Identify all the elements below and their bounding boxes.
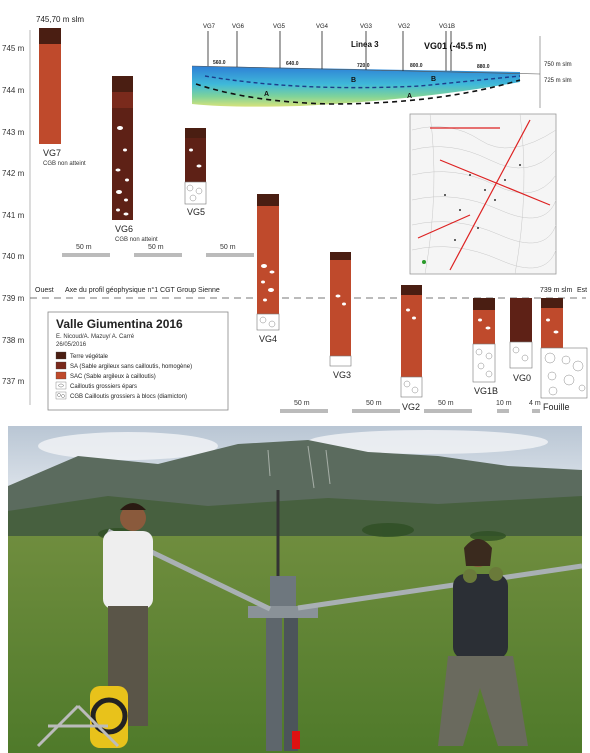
svg-text:880.0: 880.0 bbox=[477, 64, 490, 70]
column-vg1b-label: VG1B bbox=[474, 386, 498, 396]
geophysics-profile: A B B A 560.0 640.0 720.0 800.0 880.0 VG… bbox=[191, 24, 572, 108]
svg-text:800.0: 800.0 bbox=[410, 63, 423, 69]
column-vg4: VG4 bbox=[256, 194, 280, 344]
column-vg3-label: VG3 bbox=[333, 370, 351, 380]
svg-text:50 m: 50 m bbox=[220, 244, 236, 251]
distance-bars-upper bbox=[62, 253, 254, 257]
stratigraphy-diagram: 745 m 744 m 743 m 742 m 741 m 740 m 739 … bbox=[2, 15, 588, 413]
profile-distance-labels: 560.0 640.0 720.0 800.0 880.0 bbox=[213, 60, 490, 70]
elev-741: 741 m bbox=[2, 211, 25, 220]
profile-markers: VG7 VG6 VG5 VG4 VG3 VG2 VG1B bbox=[203, 24, 455, 30]
svg-text:4 m: 4 m bbox=[529, 400, 541, 407]
elev-739: 739 m bbox=[2, 294, 25, 303]
elev-738: 738 m bbox=[2, 336, 25, 345]
column-vg1b: VG1B bbox=[472, 298, 498, 396]
profile-elev-top: 750 m slm bbox=[544, 62, 572, 68]
column-fouille-label: Fouille bbox=[543, 402, 570, 412]
column-vg5-label: VG5 bbox=[187, 207, 205, 217]
legend-authors: E. Nicoud/A. Mazuy/ A. Carré bbox=[56, 334, 135, 340]
step-ladder bbox=[36, 704, 120, 748]
svg-text:VG5: VG5 bbox=[273, 24, 286, 30]
svg-text:VG7: VG7 bbox=[203, 24, 216, 30]
site-map bbox=[409, 113, 557, 275]
map-survey-lines bbox=[417, 119, 551, 271]
legend-item-sac: SAC (Sable argileux à cailloutis) bbox=[70, 374, 156, 380]
column-vg6-label: VG6 bbox=[115, 224, 133, 234]
column-vg7-label: VG7 bbox=[43, 148, 61, 158]
legend-title: Valle Giumentina 2016 bbox=[56, 317, 183, 331]
right-elevation-label: 739 m slm bbox=[540, 287, 572, 294]
svg-text:A: A bbox=[407, 93, 412, 100]
column-vg4-label: VG4 bbox=[259, 334, 277, 344]
svg-text:50 m: 50 m bbox=[366, 400, 382, 407]
distance-labels-lower: 50 m 50 m 50 m 10 m 4 m bbox=[294, 400, 541, 407]
map-points bbox=[444, 164, 521, 241]
column-vg0: VG0 bbox=[509, 298, 533, 383]
elev-740: 740 m bbox=[2, 252, 25, 261]
elevation-axis: 745 m 744 m 743 m 742 m 741 m 740 m 739 … bbox=[2, 44, 25, 386]
elev-745: 745 m bbox=[2, 44, 25, 53]
column-vg3: VG3 bbox=[329, 252, 352, 380]
axis-label: Axe du profil géophysique n°1 CGT Group … bbox=[65, 286, 220, 294]
elev-744: 744 m bbox=[2, 86, 25, 95]
legend: Valle Giumentina 2016 E. Nicoud/A. Mazuy… bbox=[47, 311, 229, 411]
svg-text:VG6: VG6 bbox=[232, 24, 245, 30]
legend-date: 26/05/2016 bbox=[56, 342, 87, 348]
svg-text:A: A bbox=[264, 91, 269, 98]
column-fouille: Fouille bbox=[540, 298, 588, 412]
svg-text:VG4: VG4 bbox=[316, 24, 329, 30]
svg-text:VG3: VG3 bbox=[360, 24, 373, 30]
east-label: Est bbox=[577, 287, 587, 294]
column-vg7: VG7 CGB non atteint bbox=[39, 28, 86, 167]
column-vg6: VG6 CGB non atteint bbox=[112, 76, 158, 243]
svg-text:10 m: 10 m bbox=[496, 400, 512, 407]
svg-text:50 m: 50 m bbox=[148, 244, 164, 251]
column-vg0-label: VG0 bbox=[513, 373, 531, 383]
svg-text:560.0: 560.0 bbox=[213, 60, 226, 66]
profile-marker-arrows bbox=[207, 31, 452, 71]
svg-text:50 m: 50 m bbox=[294, 400, 310, 407]
distance-labels-upper: 50 m 50 m 50 m bbox=[76, 244, 236, 251]
column-vg2: VG2 bbox=[400, 285, 423, 412]
legend-item-sa: SA (Sable argileux sans cailloutis, homo… bbox=[70, 364, 192, 370]
column-vg6-note: CGB non atteint bbox=[115, 237, 158, 243]
svg-text:B: B bbox=[351, 77, 356, 84]
elev-742: 742 m bbox=[2, 169, 25, 178]
legend-item-cgb: CGB Cailloutis grossiers à blocs (diamic… bbox=[70, 394, 187, 400]
column-vg7-note: CGB non atteint bbox=[43, 161, 86, 167]
layer-boundary-a bbox=[195, 79, 521, 105]
elev-743: 743 m bbox=[2, 128, 25, 137]
layer-boundary-b bbox=[204, 75, 521, 89]
map-green-marker bbox=[422, 260, 426, 264]
legend-item-terre: Terre végétale bbox=[70, 354, 109, 360]
column-vg5: VG5 bbox=[184, 128, 207, 217]
column-vg2-label: VG2 bbox=[402, 402, 420, 412]
svg-text:50 m: 50 m bbox=[438, 400, 454, 407]
svg-text:720.0: 720.0 bbox=[357, 63, 370, 69]
legend-item-epars: Cailloutis grossiers épars bbox=[70, 384, 137, 390]
svg-text:50 m: 50 m bbox=[76, 244, 92, 251]
svg-text:VG1B: VG1B bbox=[439, 24, 455, 30]
zone-labels: A B B A bbox=[264, 76, 436, 100]
svg-text:B: B bbox=[431, 76, 436, 83]
west-label: Ouest bbox=[35, 287, 54, 294]
svg-text:VG2: VG2 bbox=[398, 24, 411, 30]
person-right bbox=[438, 539, 528, 746]
person-left bbox=[90, 503, 153, 748]
resistivity-section bbox=[192, 66, 520, 107]
distance-bars-lower bbox=[280, 409, 540, 413]
field-photo bbox=[8, 426, 582, 753]
elev-737: 737 m bbox=[2, 377, 25, 386]
vg01-label: VG01 (-45.5 m) bbox=[424, 41, 487, 51]
profile-elev-bottom: 725 m slm bbox=[544, 78, 572, 84]
top-elevation-label: 745,70 m slm bbox=[36, 15, 84, 24]
svg-text:640.0: 640.0 bbox=[286, 61, 299, 67]
line-label: Linea 3 bbox=[351, 40, 379, 49]
